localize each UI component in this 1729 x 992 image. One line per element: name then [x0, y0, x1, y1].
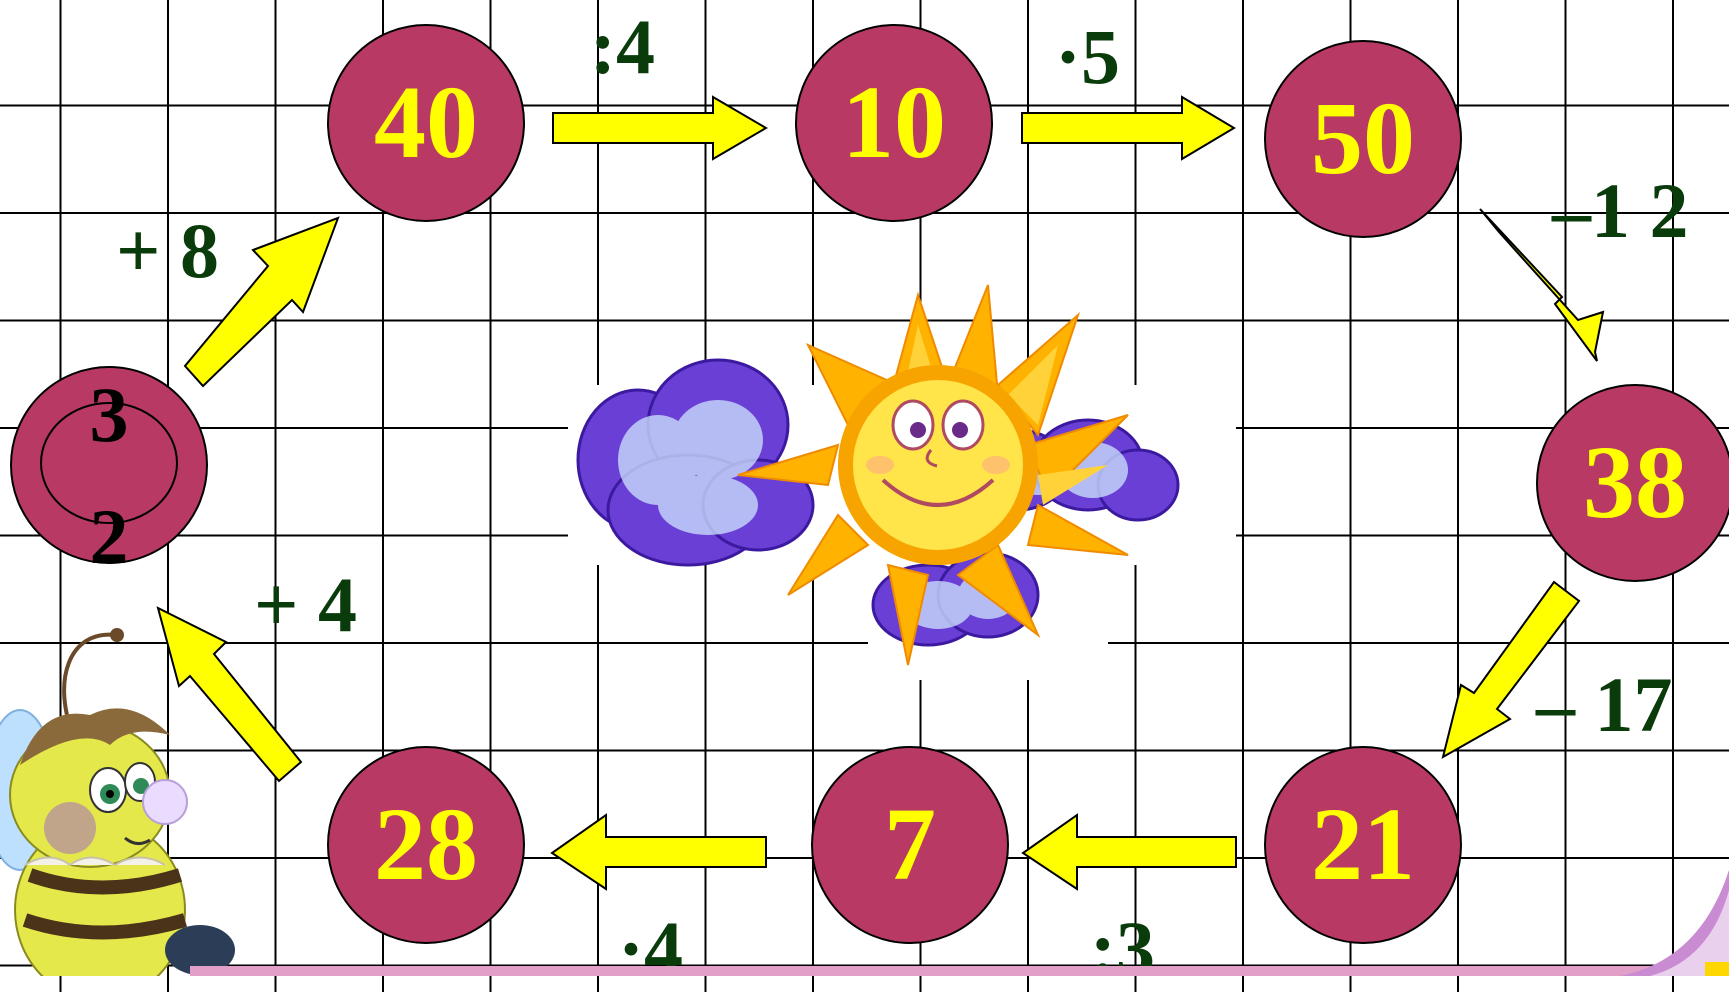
- arrow-10-to-50: [1022, 97, 1234, 159]
- node-10: 10: [795, 24, 993, 222]
- node-fraction-start: 3 2: [10, 366, 208, 564]
- page-curl: [1620, 870, 1729, 976]
- bee-character-image: [0, 620, 250, 976]
- op-divide-3: :3: [1090, 910, 1155, 988]
- op-plus-4: + 4: [254, 566, 357, 644]
- node-38: 38: [1536, 384, 1729, 582]
- op-multiply-5: ·5: [1055, 18, 1120, 96]
- arrow-7-to-28: [552, 815, 766, 889]
- node-7: 7: [811, 746, 1009, 944]
- op-minus-17: – 17: [1536, 666, 1673, 744]
- op-multiply-4: ·4: [618, 910, 683, 988]
- fraction-denominator: 2: [12, 498, 206, 576]
- node-50: 50: [1264, 40, 1462, 238]
- op-minus-12: –1 2: [1552, 172, 1689, 250]
- op-plus-8: + 8: [116, 212, 219, 290]
- op-divide-4: :4: [590, 8, 655, 86]
- arrow-21-to-7: [1023, 815, 1236, 889]
- sun-with-clouds-image: [568, 275, 1236, 680]
- arrow-40-to-10: [553, 97, 766, 159]
- fraction-numerator: 3: [12, 376, 206, 454]
- bottom-band: [0, 960, 1729, 976]
- node-21: 21: [1264, 746, 1462, 944]
- node-28: 28: [327, 746, 525, 944]
- node-40: 40: [327, 24, 525, 222]
